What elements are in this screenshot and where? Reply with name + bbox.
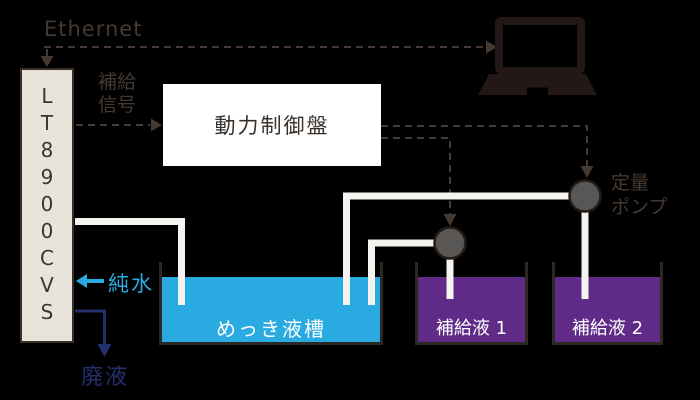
replenisher1-tank-outline bbox=[415, 262, 528, 345]
replenisher2-tank-outline bbox=[552, 262, 663, 345]
pure-water-label: 純水 bbox=[108, 272, 154, 296]
waste-line bbox=[75, 309, 112, 357]
pipes bbox=[75, 192, 589, 305]
plating-tank-outline bbox=[159, 262, 383, 345]
replenisher2-label: 補給液 2 bbox=[571, 318, 644, 339]
arrowheads bbox=[40, 40, 594, 226]
metering-pump-label: 定量 ポンプ bbox=[611, 172, 668, 218]
pure-water-arrow bbox=[76, 274, 104, 288]
arrow-left-icon bbox=[76, 274, 87, 288]
plating-tank-label: めっき液槽 bbox=[216, 317, 326, 341]
lt8900cvs-device: LT8900CVS bbox=[20, 68, 74, 343]
panel-to-pump2-line bbox=[381, 125, 588, 166]
tank-outlines bbox=[159, 262, 663, 345]
waste-liquid-label: 廃液 bbox=[81, 365, 130, 390]
laptop-icon bbox=[478, 17, 597, 95]
pump1-suction-pipe bbox=[368, 239, 436, 305]
metering-pump-icon bbox=[433, 226, 467, 260]
arrow-down-icon bbox=[40, 56, 54, 67]
power-control-panel: 動力制御盤 bbox=[163, 84, 381, 166]
panel-to-pump1-line bbox=[381, 137, 451, 214]
replenisher1-label: 補給液 1 bbox=[435, 318, 508, 339]
signal-lines bbox=[44, 46, 588, 214]
power-control-panel-label: 動力制御盤 bbox=[214, 114, 330, 138]
supply-signal-label: 補給 信号 bbox=[97, 71, 136, 117]
replenisher1-liquid bbox=[418, 277, 525, 342]
replenisher2-liquid bbox=[555, 277, 660, 342]
arrow-right-icon bbox=[486, 40, 497, 54]
device-model-label: LT8900CVS bbox=[35, 84, 59, 327]
arrow-right-icon bbox=[151, 118, 162, 132]
arrow-down-icon bbox=[97, 344, 112, 357]
ethernet-label: Ethernet bbox=[44, 17, 143, 41]
arrow-down-icon bbox=[443, 214, 457, 226]
arrow-down-icon bbox=[580, 166, 594, 178]
pump2-suction-pipe bbox=[343, 192, 570, 305]
metering-pump-icon bbox=[568, 179, 602, 213]
device-drain-pipe bbox=[75, 218, 185, 305]
